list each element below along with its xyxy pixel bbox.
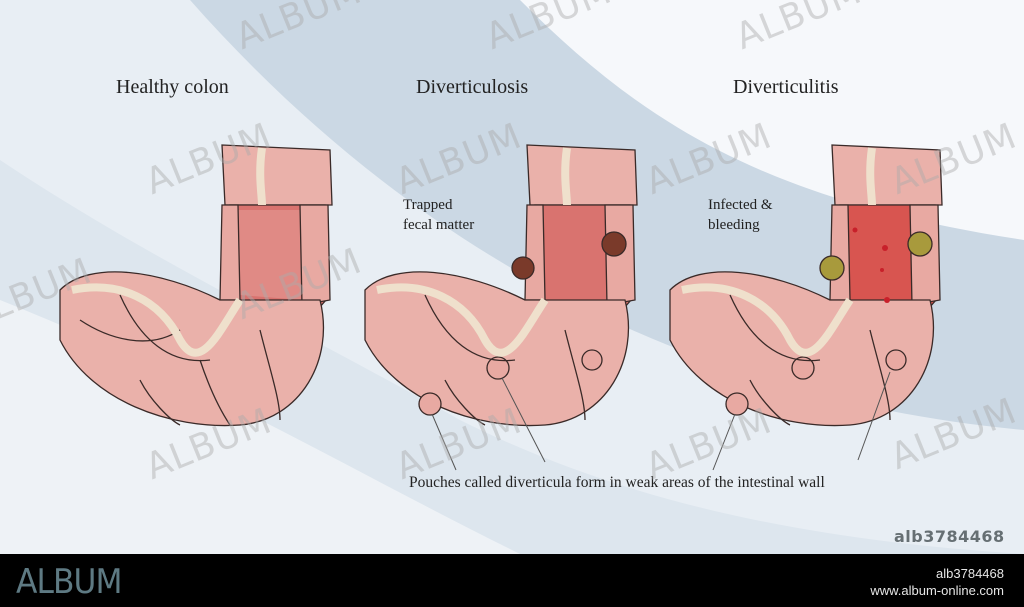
title-diverticulosis: Diverticulosis: [416, 76, 529, 98]
footer-bar: ALBUM alb3784468 www.album-online.com: [0, 554, 1024, 607]
title-healthy-colon: Healthy colon: [116, 76, 229, 98]
album-logo[interactable]: ALBUM: [16, 562, 122, 602]
footer-url-link[interactable]: www.album-online.com: [870, 583, 1004, 598]
annotation-line-2: bleeding: [708, 217, 760, 233]
title-diverticulitis: Diverticulitis: [733, 76, 839, 98]
annotation-infected-bleeding: Infected & bleeding: [708, 195, 773, 235]
image-id-tag: alb3784468: [894, 527, 1005, 546]
diverticula-caption: Pouches called diverticula form in weak …: [409, 474, 825, 491]
illustration-canvas: Healthy colon Diverticulosis Diverticuli…: [0, 0, 1024, 554]
annotation-line-2: fecal matter: [403, 217, 475, 233]
diverticulitis-colon-illustration: [669, 144, 943, 471]
annotation-trapped-fecal-matter: Trapped fecal matter: [403, 195, 474, 235]
annotation-line-1: Trapped: [403, 197, 453, 213]
annotation-line-1: Infected &: [708, 197, 773, 213]
healthy-colon-illustration: [59, 144, 333, 427]
footer-image-id: alb3784468: [936, 566, 1004, 581]
diverticulosis-colon-illustration: [364, 144, 638, 471]
